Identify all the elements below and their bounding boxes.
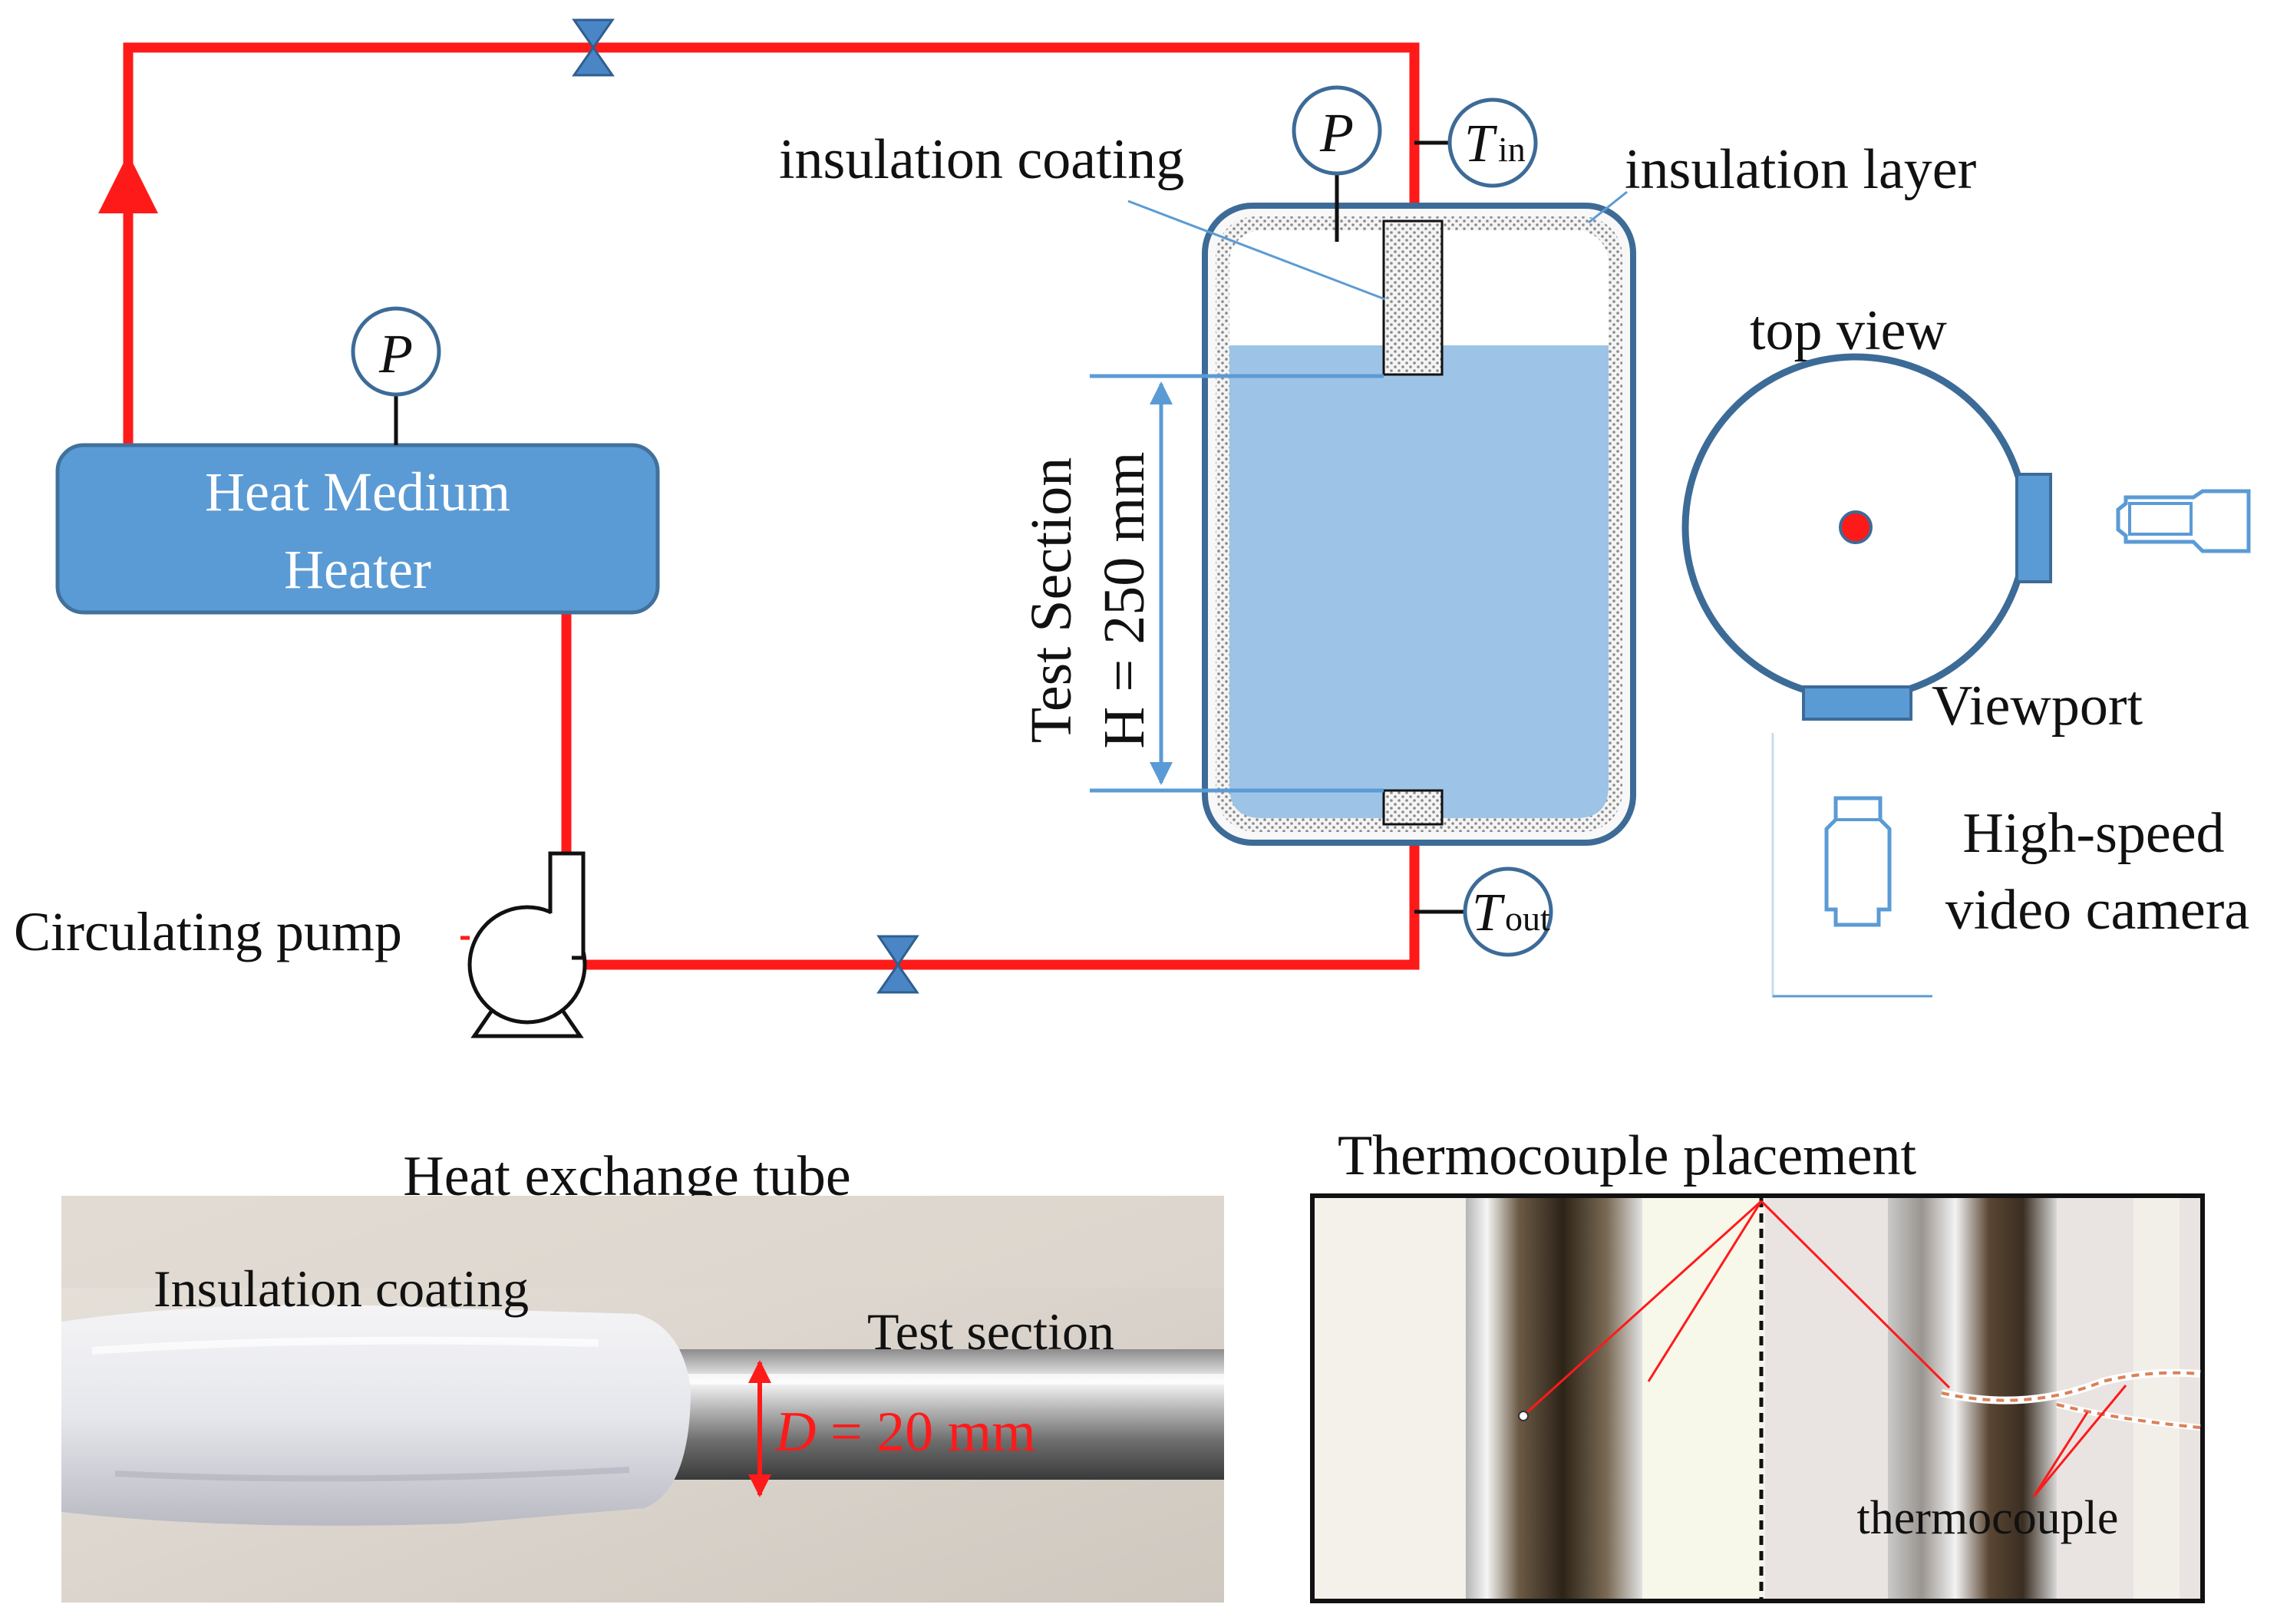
height-label: H = 250 mm [1092, 452, 1157, 749]
thermocouple-photo: thermocouple [1310, 1193, 2205, 1603]
camera-label-line2: video camera [1945, 879, 2250, 942]
camera-legend: High-speed video camera [1771, 733, 2250, 998]
high-speed-camera-icon [1824, 796, 1892, 927]
insulation-coating-label: insulation coating [779, 128, 1184, 191]
thermocouple-placement-title: Thermocouple placement [1338, 1124, 1916, 1187]
insulated-tube [61, 1305, 691, 1526]
viewport-bottom [1802, 685, 1912, 721]
liquid-pool [1229, 345, 1609, 818]
t-in-symbol: T [1464, 114, 1498, 173]
rod-left [1466, 1198, 1642, 1599]
diameter-symbol: D [774, 1401, 816, 1464]
tube-coating-label: Insulation coating [153, 1259, 529, 1318]
t-out-subscript: out [1505, 899, 1550, 938]
circulation-loop [98, 42, 1420, 970]
test-vessel [1202, 203, 1636, 846]
insulation-layer-label: insulation layer [1625, 138, 1976, 201]
top-view [1681, 353, 2251, 721]
tube-coating-top [1382, 220, 1444, 376]
tube-cross-section [1839, 510, 1873, 544]
pressure-symbol: P [378, 323, 413, 385]
heater-label-line2: Heater [284, 539, 431, 600]
camera-label-line1: High-speed [1962, 802, 2224, 865]
insulation-layer-leader [1588, 190, 1628, 224]
flow-direction-arrow [98, 153, 158, 213]
t-in-subscript: in [1498, 130, 1526, 169]
valve-top [572, 18, 615, 77]
camera-side-icon [2116, 489, 2251, 553]
heater-label-line1: Heat Medium [205, 461, 510, 523]
viewport-side [2015, 473, 2052, 583]
circulating-pump [460, 851, 587, 1038]
inlet-temperature-sensor: T in [1414, 97, 1538, 188]
tube-coating-bottom [1382, 789, 1444, 826]
pressure-gauge-heater: P [351, 306, 441, 445]
svg-text:D = 20 mm: D = 20 mm [774, 1401, 1036, 1464]
heat-exchange-tube-photo: D = 20 mm Insulation coating Test sectio… [61, 1196, 1224, 1603]
outlet-temperature-sensor: T out [1414, 866, 1553, 957]
tube-section-label: Test section [867, 1302, 1114, 1361]
test-section-dimension: Test Section H = 250 mm [1019, 374, 1384, 793]
svg-text:P: P [1319, 102, 1354, 163]
top-view-label: top view [1750, 299, 1947, 362]
pump-label: Circulating pump [14, 901, 402, 962]
test-section-label: Test Section [1019, 457, 1084, 744]
diameter-value: = 20 mm [816, 1401, 1035, 1464]
valve-bottom [876, 935, 919, 994]
pressure-gauge-vessel: P [1292, 85, 1382, 242]
thermocouple-label: thermocouple [1857, 1492, 2119, 1544]
viewport-label: Viewport [1932, 675, 2143, 738]
heat-medium-heater: Heat Medium Heater [55, 443, 660, 615]
insulation-coating-leader [1127, 200, 1386, 301]
t-out-symbol: T [1472, 883, 1506, 942]
